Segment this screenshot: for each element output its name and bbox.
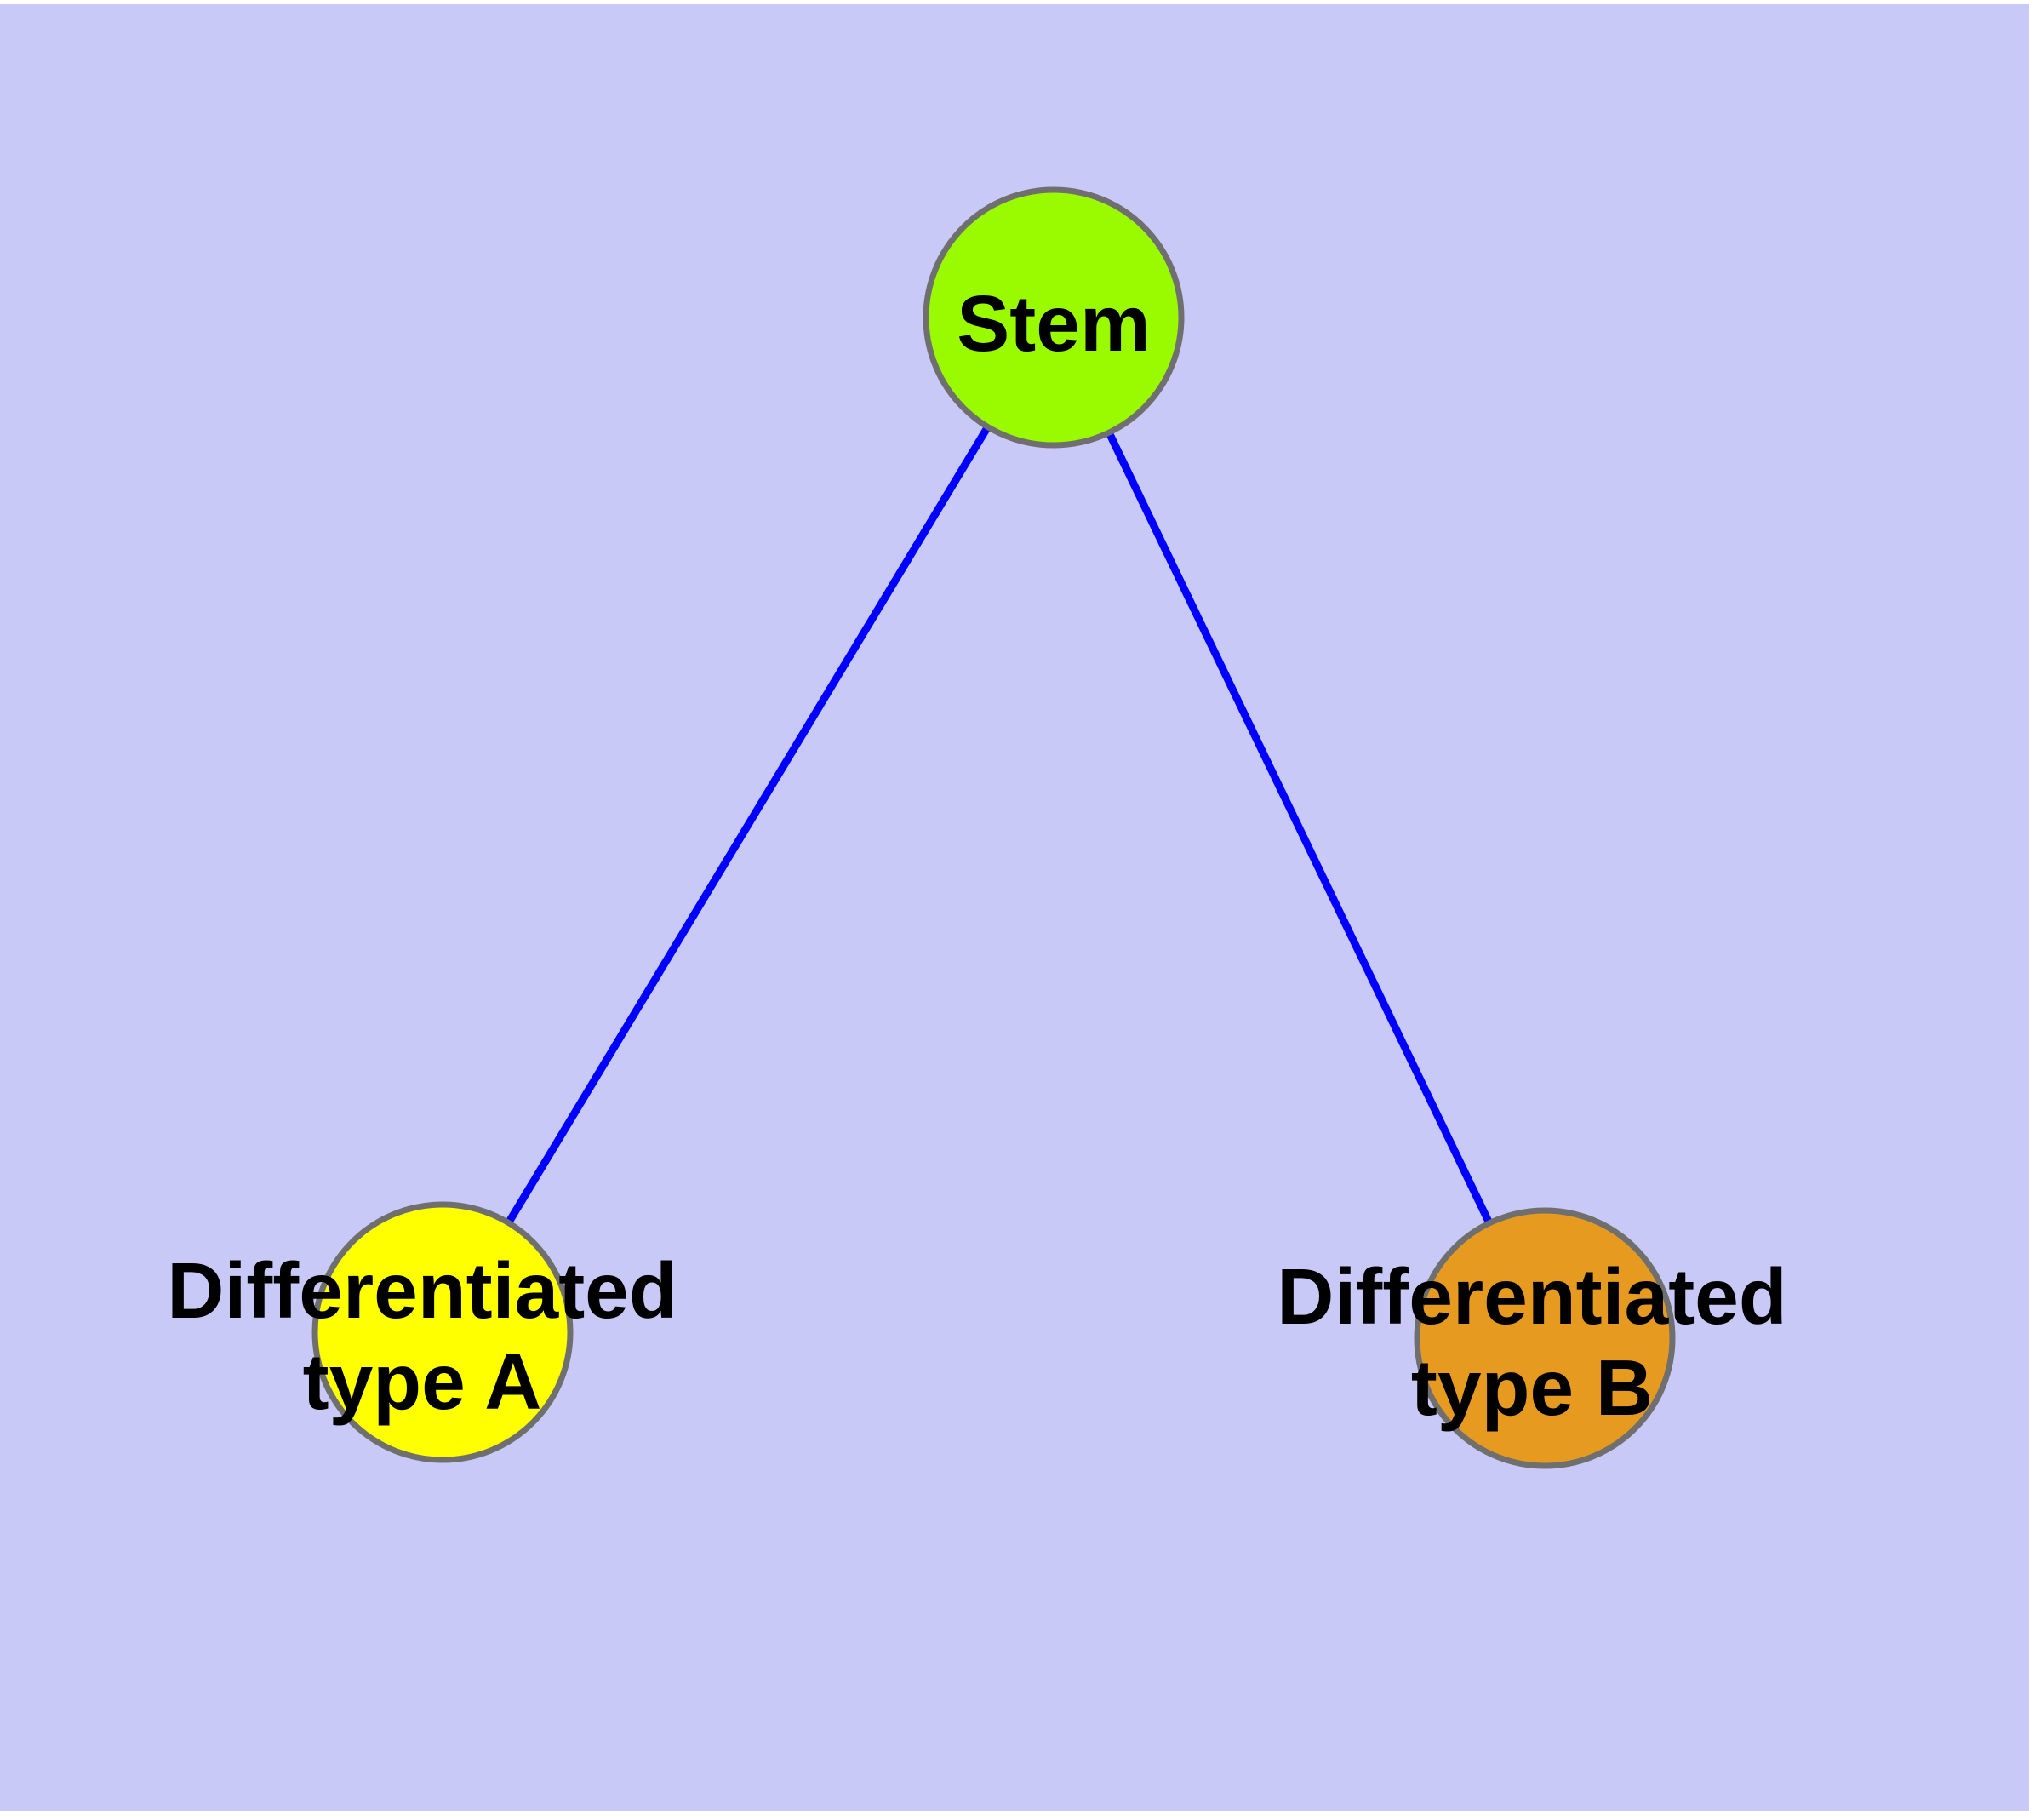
differentiated-type-a-node-circle (311, 1201, 574, 1463)
differentiated-type-b-label-line2: type B (1411, 1343, 1653, 1432)
stem-node-circle (923, 186, 1185, 449)
edge-stem-to-type-b (1049, 316, 1549, 1340)
edge-stem-to-type-a (439, 315, 1057, 1335)
stem-node-label: Stem (957, 279, 1150, 368)
differentiated-type-b-node-circle (1414, 1207, 1676, 1469)
differentiated-type-b-label-line1: Differentiated (1277, 1252, 1786, 1341)
differentiated-type-a-label-line2: type A (303, 1337, 542, 1426)
differentiated-type-a-label-line1: Differentiated (167, 1246, 677, 1335)
